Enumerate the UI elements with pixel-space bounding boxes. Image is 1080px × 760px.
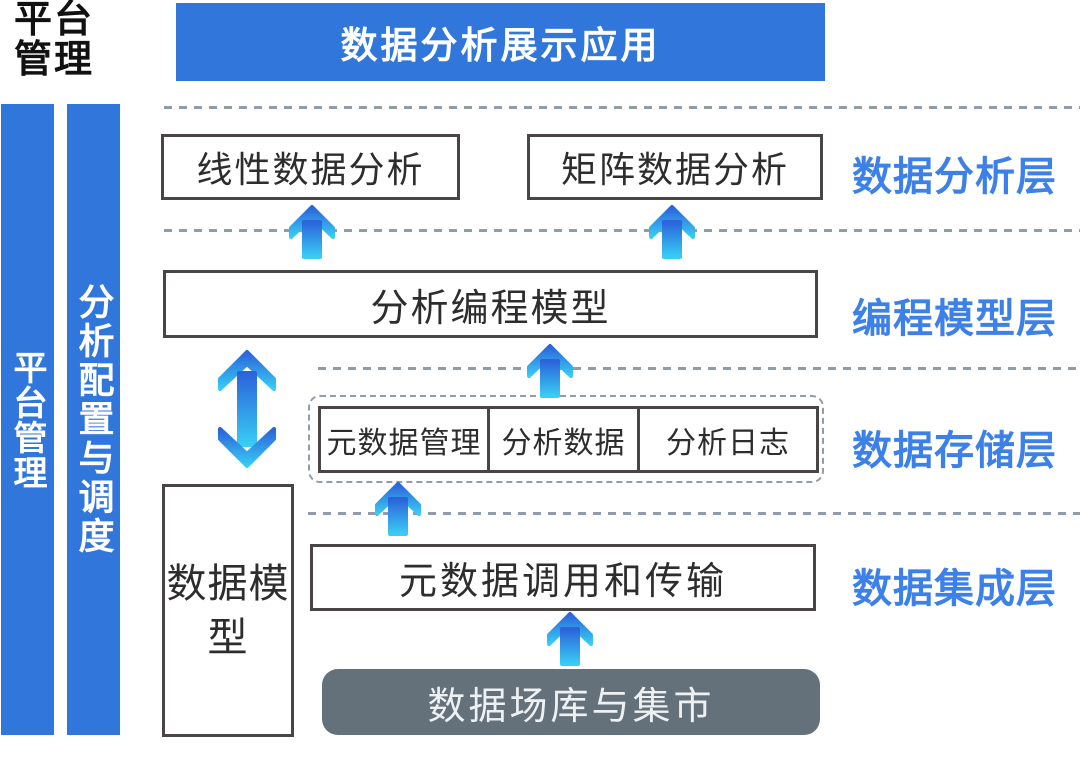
up-arrow-icon [289, 205, 335, 259]
corner-label: 平台 管理 [14, 0, 94, 80]
box-metadata-management: 元数据管理 [326, 426, 482, 460]
layer-separator-3 [318, 367, 1080, 370]
layer-label-programming: 编程模型层 [852, 297, 1057, 341]
box-matrix-analysis: 矩阵数据分析 [527, 134, 823, 200]
double-arrow-icon [218, 350, 276, 468]
sidebar-platform-management: 平台管理 [1, 104, 54, 735]
layer-label-analysis: 数据分析层 [852, 155, 1057, 199]
up-arrow-icon [527, 344, 573, 398]
layer-label-integration: 数据集成层 [852, 567, 1057, 611]
layer-separator-2 [164, 229, 1080, 232]
layer-separator-4 [308, 512, 1080, 515]
box-linear-analysis: 线性数据分析 [161, 134, 460, 200]
sidebar-analysis-config: 分析配置与调度 [67, 104, 120, 735]
box-analysis-data: 分析数据 [487, 409, 637, 470]
corner-label-line1: 平台 [14, 0, 95, 41]
corner-label-line2: 管理 [14, 39, 95, 81]
storage-dashed-group [308, 395, 824, 483]
up-arrow-icon [547, 612, 593, 666]
layer-label-storage: 数据存储层 [852, 429, 1057, 473]
box-programming-model: 分析编程模型 [163, 270, 818, 338]
source-box-data-warehouse: 数据场库与集市 [322, 669, 820, 735]
box-analysis-log: 分析日志 [637, 409, 816, 470]
box-metadata-transfer: 元数据调用和传输 [310, 544, 816, 611]
storage-table: 元数据管理 分析数据 分析日志 [318, 406, 819, 473]
layer-separator-1 [164, 106, 1080, 109]
box-data-model: 数据模型 [162, 484, 294, 737]
up-arrow-icon [375, 482, 421, 536]
app-banner: 数据分析展示应用 [176, 3, 825, 81]
up-arrow-icon [649, 205, 695, 259]
